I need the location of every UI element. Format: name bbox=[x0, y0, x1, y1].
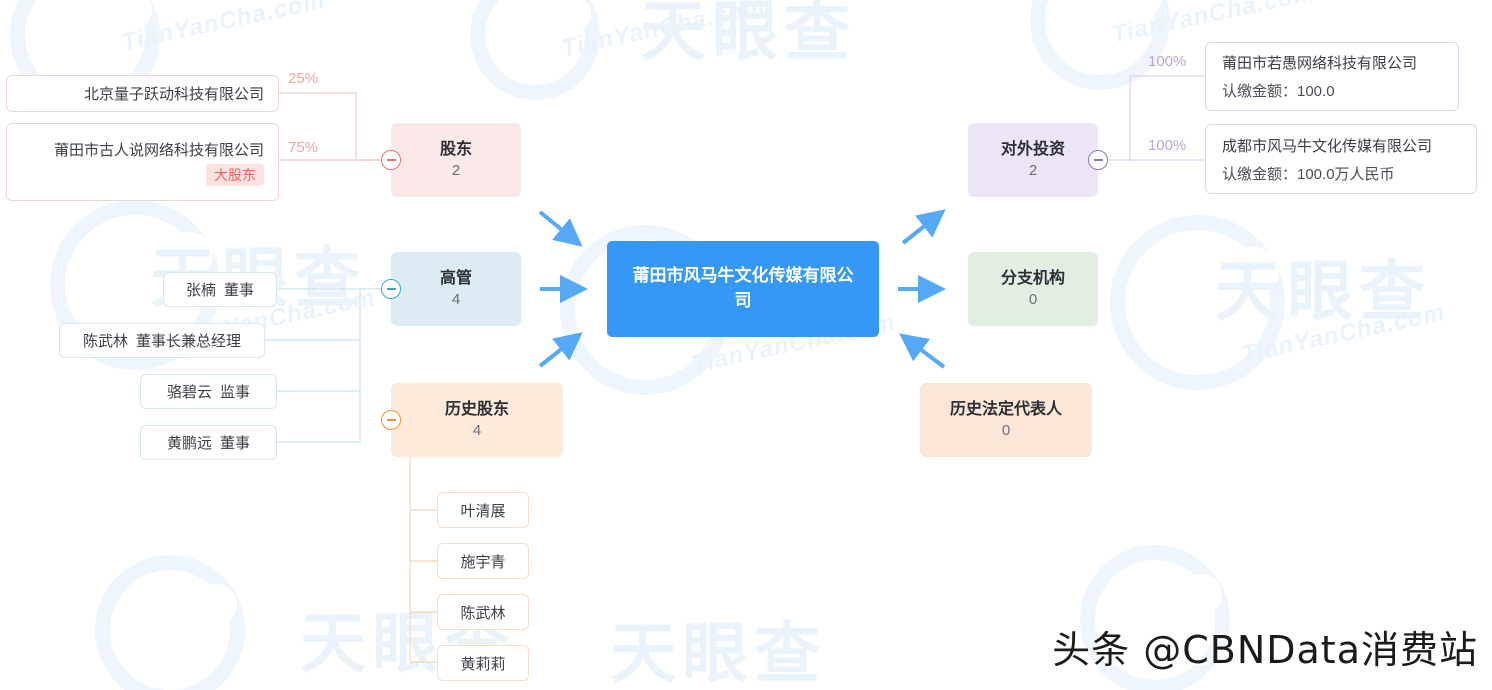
hub-count: 0 bbox=[1001, 421, 1011, 439]
history-shareholder-name: 叶清展 bbox=[460, 502, 506, 520]
executive-title: 董事 bbox=[220, 435, 251, 452]
history-shareholder-name: 黄莉莉 bbox=[460, 655, 506, 673]
shareholder-name: 北京量子跃动科技有限公司 bbox=[83, 86, 264, 103]
channel-watermark: 头条 @CBNData消费站 bbox=[1052, 628, 1478, 672]
hub-title: 股东 bbox=[439, 141, 472, 159]
hub-count: 2 bbox=[451, 161, 461, 179]
center-company-node[interactable]: 莆田市风马牛文化传媒有限公司 bbox=[607, 241, 879, 337]
hub-count: 4 bbox=[451, 290, 461, 308]
hub-count: 4 bbox=[472, 421, 482, 439]
shareholder-name: 莆田市古人说网络科技有限公司 bbox=[53, 141, 264, 159]
investment-box[interactable]: 莆田市若愚网络科技有限公司 认缴金额：100.0 bbox=[1205, 42, 1459, 111]
shareholder-box[interactable]: 莆田市古人说网络科技有限公司 大股东 bbox=[6, 123, 279, 201]
history-shareholder-box[interactable]: 陈武林 bbox=[437, 594, 529, 630]
executive-name: 张楠 bbox=[185, 282, 216, 299]
executive-box[interactable]: 骆碧云 监事 bbox=[140, 374, 277, 409]
history-shareholder-name: 施宇青 bbox=[460, 553, 506, 571]
investment-amount: 认缴金额：100.0万人民币 bbox=[1222, 165, 1395, 183]
minus-circle-icon[interactable] bbox=[1088, 150, 1108, 170]
investment-name: 莆田市若愚网络科技有限公司 bbox=[1222, 55, 1418, 72]
executive-box[interactable]: 黄鹏远 董事 bbox=[140, 425, 277, 460]
executive-box[interactable]: 陈武林 董事长兼总经理 bbox=[59, 323, 265, 358]
hub-title: 历史股东 bbox=[444, 401, 509, 419]
executive-title: 董事长兼总经理 bbox=[136, 333, 242, 350]
investment-name: 成都市风马牛文化传媒有限公司 bbox=[1222, 137, 1433, 155]
history-shareholder-name: 陈武林 bbox=[460, 604, 506, 622]
investment-amount: 认缴金额：100.0 bbox=[1222, 83, 1335, 100]
hub-title: 历史法定代表人 bbox=[949, 401, 1062, 419]
shareholder-box[interactable]: 北京量子跃动科技有限公司 bbox=[6, 75, 279, 112]
hub-investment[interactable]: 对外投资 2 bbox=[968, 123, 1108, 197]
executive-title: 董事 bbox=[224, 282, 255, 299]
hub-title: 分支机构 bbox=[1000, 270, 1065, 288]
history-shareholder-box[interactable]: 叶清展 bbox=[437, 492, 529, 528]
shareholder-percent: 75% bbox=[288, 139, 319, 156]
hub-history-legal-representative[interactable]: 历史法定代表人 0 bbox=[920, 383, 1092, 457]
minus-circle-icon[interactable] bbox=[381, 410, 401, 430]
minus-circle-icon[interactable] bbox=[381, 150, 401, 170]
executive-name: 骆碧云 bbox=[166, 384, 212, 401]
history-shareholder-box[interactable]: 黄莉莉 bbox=[437, 645, 529, 681]
majority-shareholder-badge: 大股东 bbox=[206, 163, 264, 186]
hub-title: 高管 bbox=[439, 270, 472, 288]
investment-box[interactable]: 成都市风马牛文化传媒有限公司 认缴金额：100.0万人民币 bbox=[1205, 124, 1477, 194]
executive-title: 监事 bbox=[220, 384, 251, 401]
executive-name: 陈武林 bbox=[82, 333, 128, 350]
minus-circle-icon[interactable] bbox=[381, 279, 401, 299]
executive-name: 黄鹏远 bbox=[166, 435, 212, 452]
hub-executive[interactable]: 高管 4 bbox=[381, 252, 521, 326]
hub-count: 2 bbox=[1028, 161, 1038, 179]
hub-count: 0 bbox=[1028, 290, 1038, 308]
hub-history-shareholder[interactable]: 历史股东 4 bbox=[381, 383, 563, 457]
investment-percent: 100% bbox=[1148, 137, 1187, 154]
hub-shareholder[interactable]: 股东 2 bbox=[381, 123, 521, 197]
investment-percent: 100% bbox=[1148, 53, 1187, 70]
hub-title: 对外投资 bbox=[1000, 141, 1065, 159]
shareholder-percent: 25% bbox=[288, 70, 319, 87]
hub-branch[interactable]: 分支机构 0 bbox=[968, 252, 1098, 326]
executive-box[interactable]: 张楠 董事 bbox=[163, 272, 277, 307]
center-company-name: 莆田市风马牛文化传媒有限公司 bbox=[632, 266, 854, 310]
history-shareholder-box[interactable]: 施宇青 bbox=[437, 543, 529, 579]
